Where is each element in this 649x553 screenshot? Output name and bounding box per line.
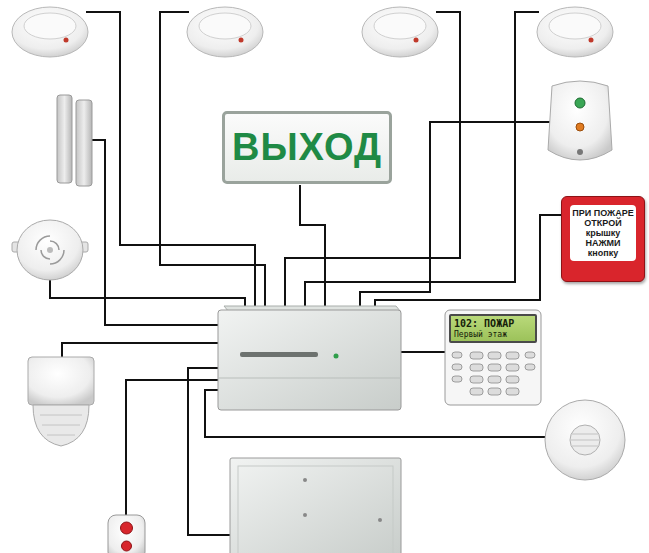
keypad-keys-part xyxy=(488,388,501,395)
panic-button-part xyxy=(122,541,132,551)
wire xyxy=(375,215,561,308)
siren xyxy=(12,220,88,280)
motion-detector-part xyxy=(33,405,89,446)
keypad-body-part xyxy=(445,310,541,405)
ceiling-detector-part xyxy=(570,425,600,455)
smoke-detector-part xyxy=(414,38,419,43)
keypad-keys-part xyxy=(525,352,535,358)
control-panel-part xyxy=(240,352,318,357)
power-supply-part xyxy=(378,518,382,522)
smoke-detector-part xyxy=(12,7,88,57)
magnetic-contact xyxy=(57,95,92,186)
keypad-keys-part xyxy=(525,364,535,370)
keypad-keys-part xyxy=(470,364,483,371)
keypad-keys-part xyxy=(452,376,462,382)
sign-text: ВЫХОД xyxy=(232,126,382,169)
keypad-keys-part xyxy=(488,364,501,371)
ceiling-detector-part xyxy=(571,434,599,446)
glass-break-detector-part xyxy=(577,149,583,155)
smoke-detector-part xyxy=(374,13,426,39)
siren-part xyxy=(17,220,83,280)
glass-break-detector-part xyxy=(548,81,612,160)
smoke-detector-part xyxy=(362,7,438,57)
display-text: Первый этаж xyxy=(454,330,532,339)
wire xyxy=(62,343,218,357)
keypad-keys-part xyxy=(452,352,462,358)
motion-detector-part xyxy=(40,415,82,435)
smoke-detector-part xyxy=(64,38,69,43)
magnetic-contact-part xyxy=(57,95,72,183)
glass-break-detector-part xyxy=(576,123,584,131)
power-supply xyxy=(230,458,401,553)
smoke-detector xyxy=(362,7,438,57)
wire xyxy=(400,351,445,353)
ceiling-detector-part xyxy=(545,400,625,480)
panic-button-part xyxy=(108,515,145,553)
keypad-keys-part xyxy=(506,376,519,383)
keypad: 102: ПОЖАРПервый этаж xyxy=(445,310,541,346)
siren-part xyxy=(36,236,64,264)
smoke-detector-part xyxy=(187,7,263,57)
keypad-keys-part xyxy=(470,352,483,359)
siren-part xyxy=(47,247,53,253)
glass-break-detector-part xyxy=(575,98,585,108)
wires xyxy=(50,12,561,535)
wire xyxy=(50,280,245,308)
power-supply-part xyxy=(303,513,307,517)
control-panel xyxy=(218,306,401,410)
control-panel-part xyxy=(218,310,401,410)
smoke-detector-part xyxy=(589,38,594,43)
power-supply-part xyxy=(238,466,393,553)
keypad-keys-part xyxy=(452,364,462,370)
control-panel-part xyxy=(218,378,401,379)
power-supply-part xyxy=(303,478,307,482)
panic-button-part xyxy=(121,522,133,534)
keypad-keys-part xyxy=(506,352,519,359)
lcd-display: 102: ПОЖАРПервый этаж xyxy=(449,314,537,343)
glass-break-detector xyxy=(548,81,612,160)
wire xyxy=(300,185,325,308)
smoke-detector xyxy=(537,7,613,57)
smoke-detector-part xyxy=(537,7,613,57)
power-supply-part xyxy=(230,458,401,553)
motion-detector-part xyxy=(28,357,94,405)
magnetic-contact-part xyxy=(76,100,92,186)
wire xyxy=(126,380,218,515)
smoke-detector xyxy=(12,7,88,57)
call-point-text: ПРИ ПОЖАРЕ ОТКРОЙ крышку НАЖМИ кнопку xyxy=(572,208,634,258)
keypad-keys-part xyxy=(506,388,519,395)
display-text: 102: ПОЖАР xyxy=(454,318,532,330)
keypad-keys-part xyxy=(470,376,483,383)
keypad-body xyxy=(445,310,541,405)
keypad-keys-part xyxy=(470,388,483,395)
smoke-detector-part xyxy=(24,13,76,39)
smoke-detector-part xyxy=(549,13,601,39)
keypad-keys-part xyxy=(506,364,519,371)
manual-call-point: ПРИ ПОЖАРЕ ОТКРОЙ крышку НАЖМИ кнопку xyxy=(561,196,645,282)
smoke-detector-part xyxy=(239,38,244,43)
exit-sign: ВЫХОД xyxy=(222,111,392,184)
motion-detector xyxy=(28,357,94,446)
keypad-keys xyxy=(452,352,535,395)
panic-button xyxy=(108,515,145,553)
keypad-keys-part xyxy=(488,376,501,383)
keypad-keys-part xyxy=(488,352,501,359)
smoke-detector xyxy=(187,7,263,57)
control-panel-part xyxy=(334,354,339,359)
smoke-detector-part xyxy=(199,13,251,39)
call-point-window: ПРИ ПОЖАРЕ ОТКРОЙ крышку НАЖМИ кнопку xyxy=(570,205,636,261)
ceiling-detector xyxy=(545,400,625,480)
